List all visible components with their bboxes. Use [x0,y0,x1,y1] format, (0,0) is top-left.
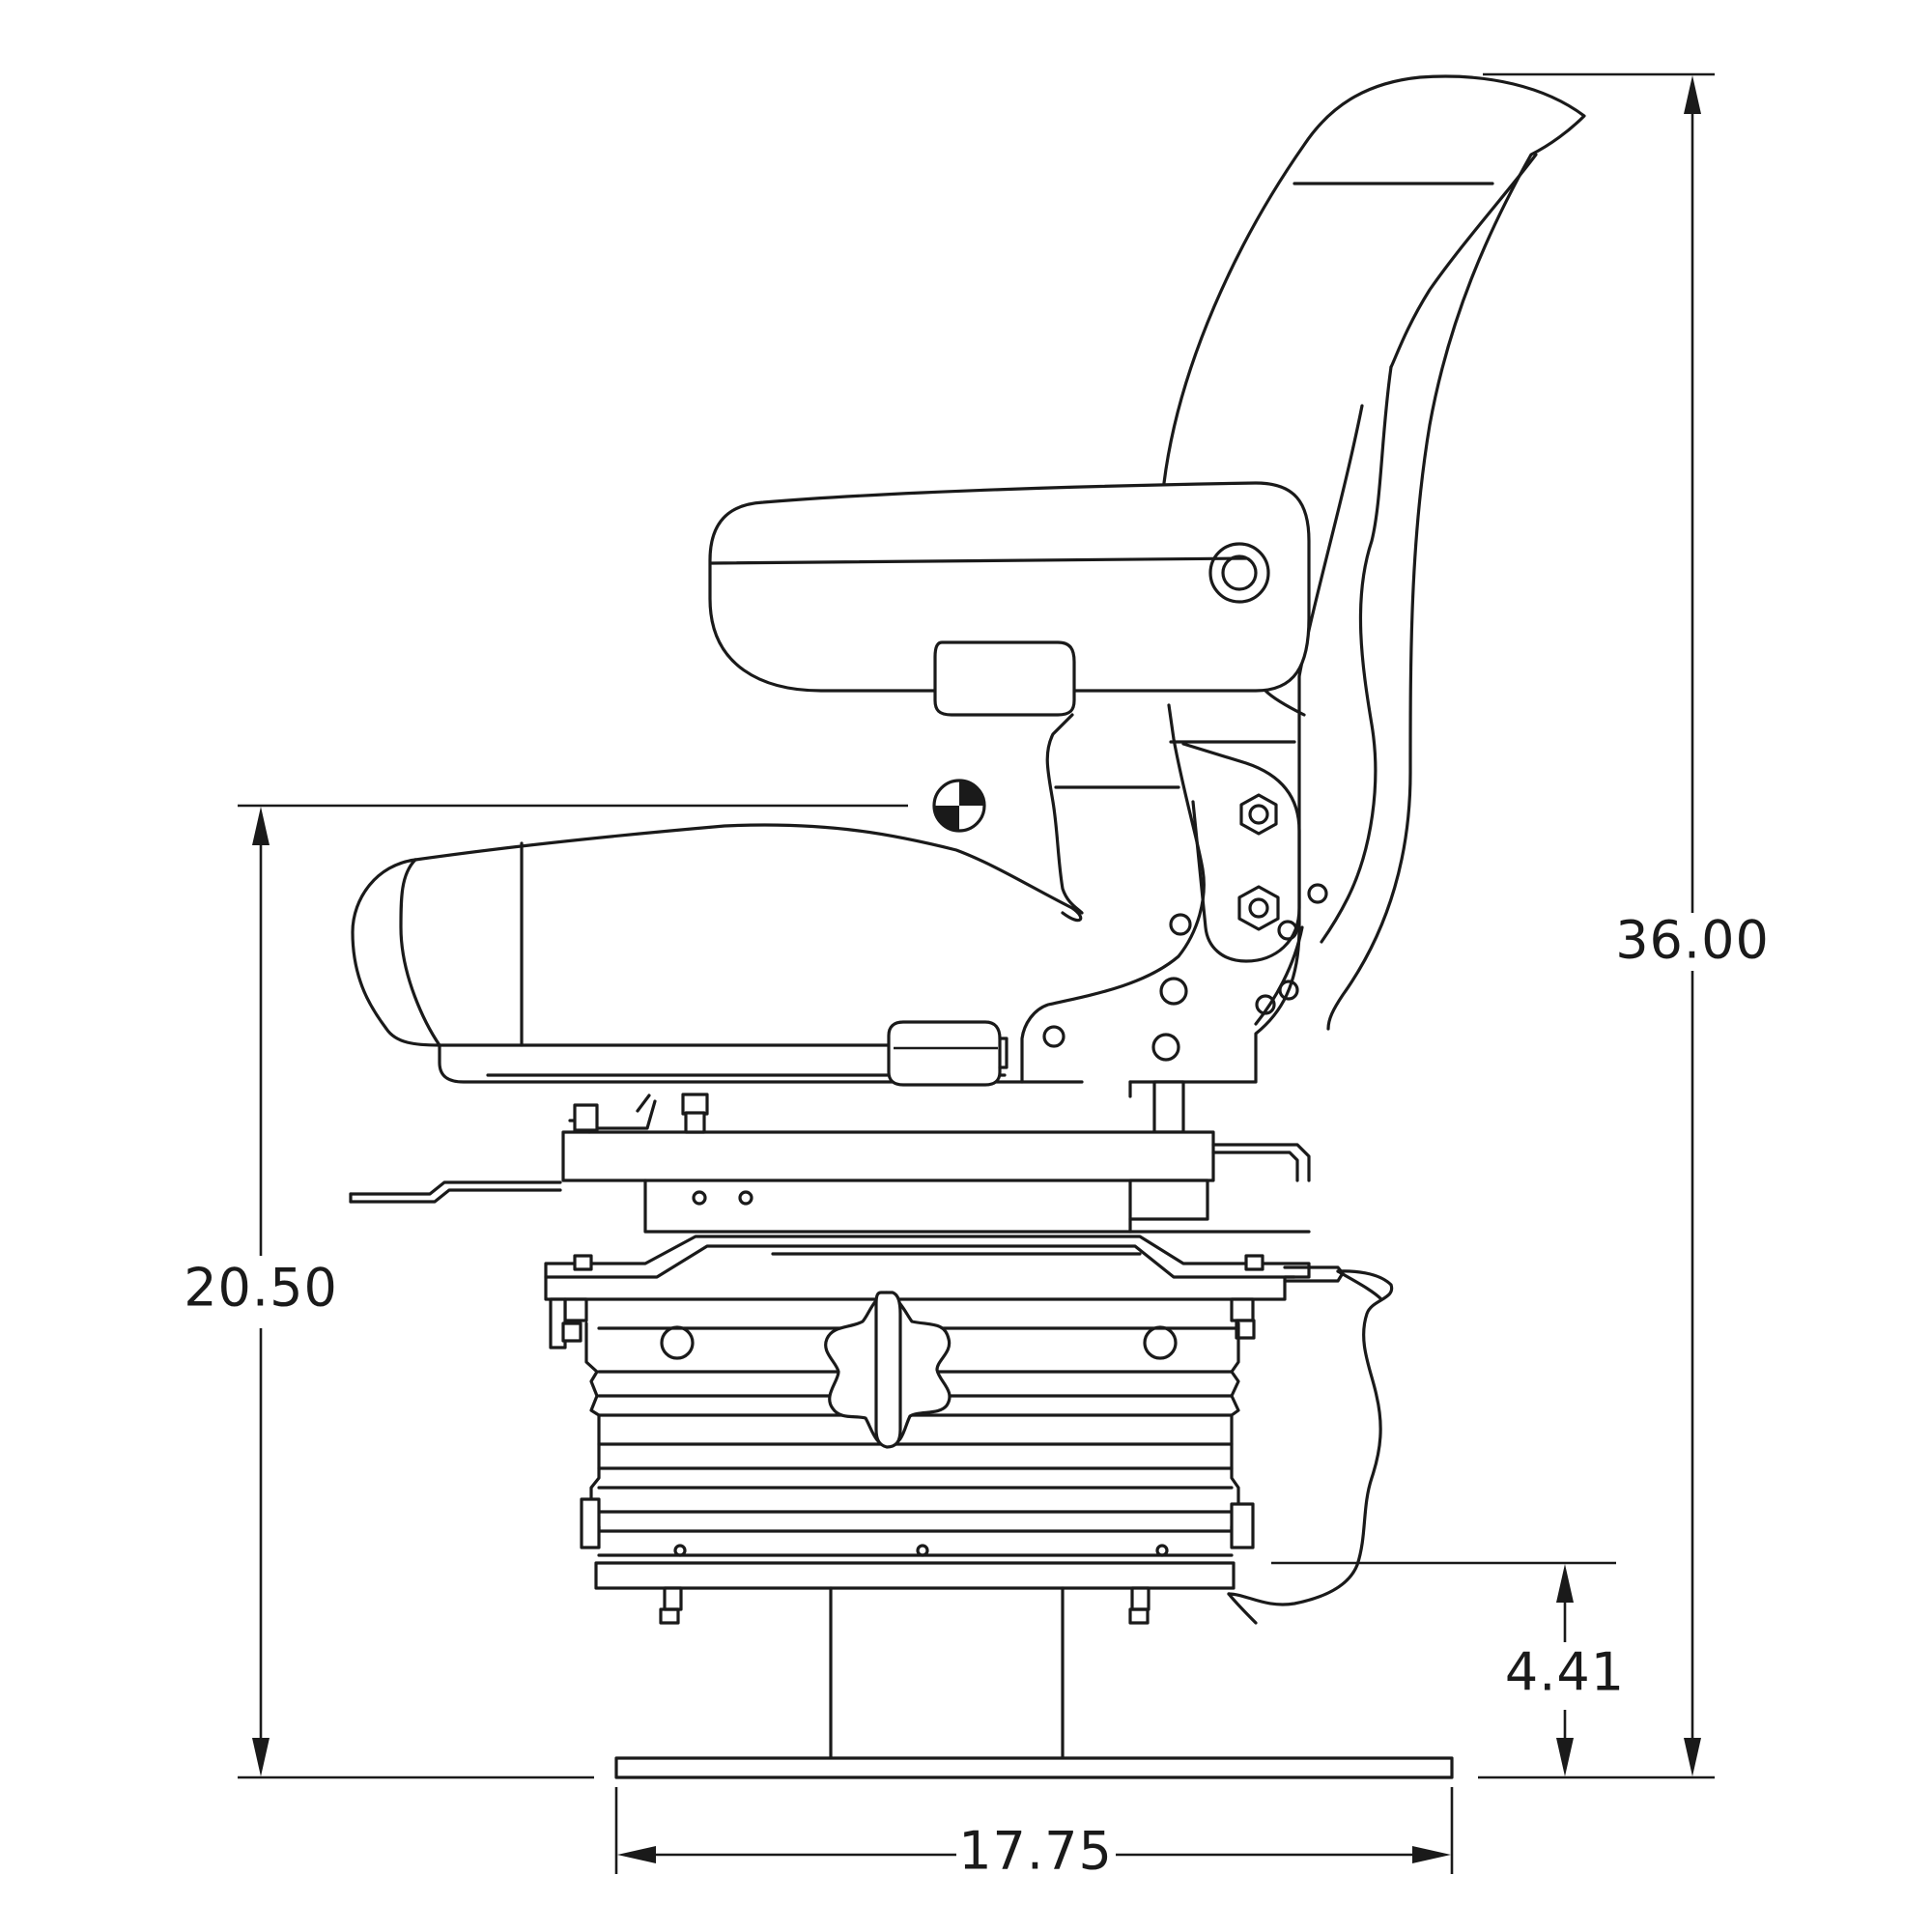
armrest [708,481,1311,717]
suspension-top-plate [544,1235,1345,1350]
pedestal [659,1586,1151,1760]
hex-nut-lower [1237,885,1280,931]
dimension-seat-height: 20.50 [184,804,908,1779]
center-of-gravity-symbol [932,779,986,833]
seat-frame-bracket [1020,703,1328,1084]
swivel-plate [349,1080,1311,1234]
dim-label-base-width: 17.75 [958,1821,1113,1882]
hex-nut-upper [1239,793,1278,836]
air-hose [1227,1269,1394,1625]
star-knob [824,1291,952,1449]
dimension-base-width: 17.75 [614,1787,1454,1882]
seat-cushion [351,823,1084,1087]
base-plate [614,1756,1454,1779]
armrest-adjust-handle [933,640,1076,717]
dimension-overall-height: 36.00 [1478,72,1770,1779]
dim-label-overall-height: 36.00 [1615,910,1770,971]
fore-aft-handle [887,1020,1002,1087]
dim-label-seat-height: 20.50 [184,1258,338,1319]
dimension-base-to-suspension: 4.41 [1271,1561,1625,1776]
dim-label-base-to-suspension: 4.41 [1505,1642,1625,1703]
